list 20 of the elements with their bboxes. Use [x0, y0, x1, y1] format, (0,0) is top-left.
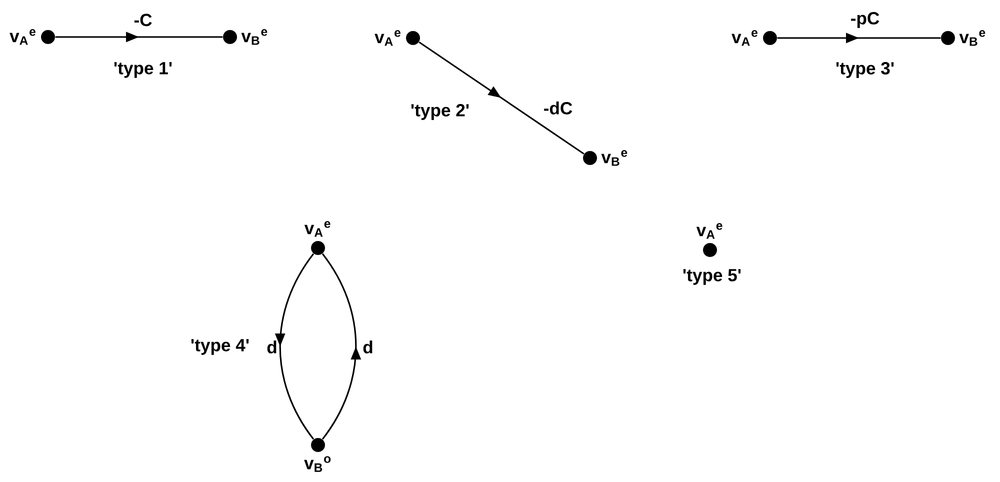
edge-label: d	[363, 340, 372, 354]
edge-label: -C	[134, 14, 152, 26]
vertex-label: v$_{B}$e	[241, 29, 268, 45]
vertex-label: v$_{B}$o	[304, 456, 331, 472]
arrow	[418, 41, 584, 155]
edge-label: d	[267, 340, 276, 354]
type-label: 'type 4'	[191, 339, 249, 355]
edge-label: -pC	[851, 12, 880, 28]
vertex-label: v$_{A}$e	[304, 221, 330, 237]
vertex-label: v$_{A}$e	[374, 30, 400, 46]
type-label: 'type 5'	[683, 269, 741, 285]
type-label: 'type 1'	[114, 62, 172, 78]
vertex-label: v$_{B}$e	[959, 30, 986, 46]
vertex-label: v$_{A}$e	[10, 29, 36, 45]
type-label: 'type 3'	[836, 62, 894, 78]
edge-label: -dC	[544, 102, 572, 114]
type-label: 'type 2'	[411, 104, 469, 120]
vertex-label: v$_{A}$e	[696, 223, 722, 239]
vertex-label: v$_{B}$e	[601, 150, 628, 166]
vertex-label: v$_{A}$e	[732, 30, 758, 46]
